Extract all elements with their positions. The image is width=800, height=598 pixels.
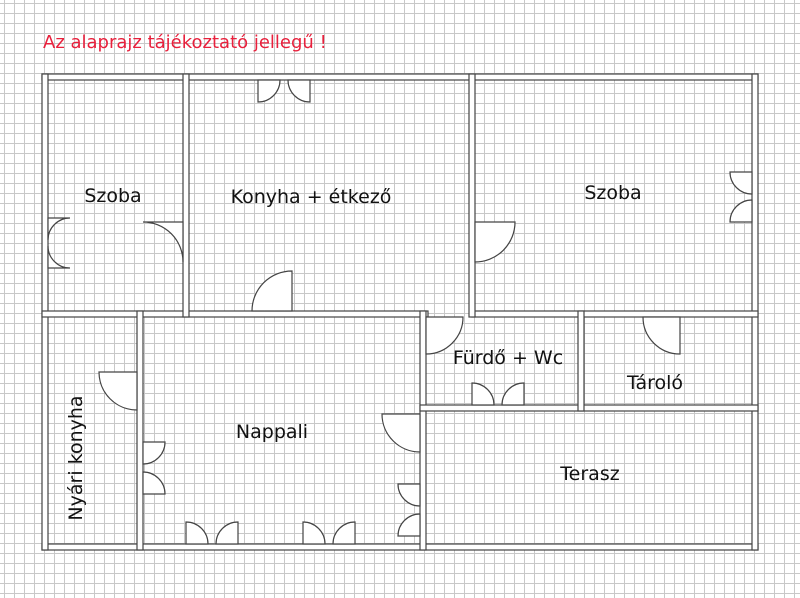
room-label-nyari-konyha: Nyári konyha <box>65 395 87 520</box>
wall-mid-left <box>41 310 429 318</box>
disclaimer-note: Az alaprajz tájékoztató jellegű ! <box>43 32 327 53</box>
door-konyha-south <box>251 270 293 312</box>
door-szoba-left <box>142 221 184 263</box>
door-furdo-south <box>471 382 525 406</box>
door-nappali-south-left <box>185 521 239 545</box>
room-label-konyha: Konyha + étkező <box>231 186 392 208</box>
door-nappali-east-lower <box>397 483 421 537</box>
room-label-szoba-left: Szoba <box>84 185 141 207</box>
wall-nyari-nappali <box>136 310 144 551</box>
wall-furdo-south <box>419 404 759 412</box>
room-label-nappali: Nappali <box>236 421 308 443</box>
room-label-terasz: Terasz <box>559 463 619 485</box>
room-label-szoba-right: Szoba <box>584 182 641 204</box>
door-nyari-konyha <box>98 371 138 411</box>
door-szoba-left-window <box>47 217 71 269</box>
door-nappali-south-right <box>302 521 356 545</box>
door-furdo <box>425 316 464 355</box>
room-label-furdo: Fürdő + Wc <box>453 347 563 369</box>
wall-south <box>41 543 759 551</box>
wall-szoba-konyha <box>182 73 190 318</box>
wall-north <box>41 73 759 81</box>
door-nappali-west <box>142 441 166 495</box>
door-szoba-right-window <box>729 171 753 223</box>
door-konyha-north <box>257 79 311 103</box>
wall-nappali-east <box>419 310 427 551</box>
door-nappali-east-upper <box>381 413 421 453</box>
door-tarolo <box>642 316 681 355</box>
wall-mid-right <box>471 310 759 318</box>
room-label-tarolo: Tároló <box>626 372 683 394</box>
wall-konyha-szoba <box>468 73 476 318</box>
wall-furdo-tarolo <box>577 310 585 412</box>
door-szoba-right <box>474 221 516 263</box>
